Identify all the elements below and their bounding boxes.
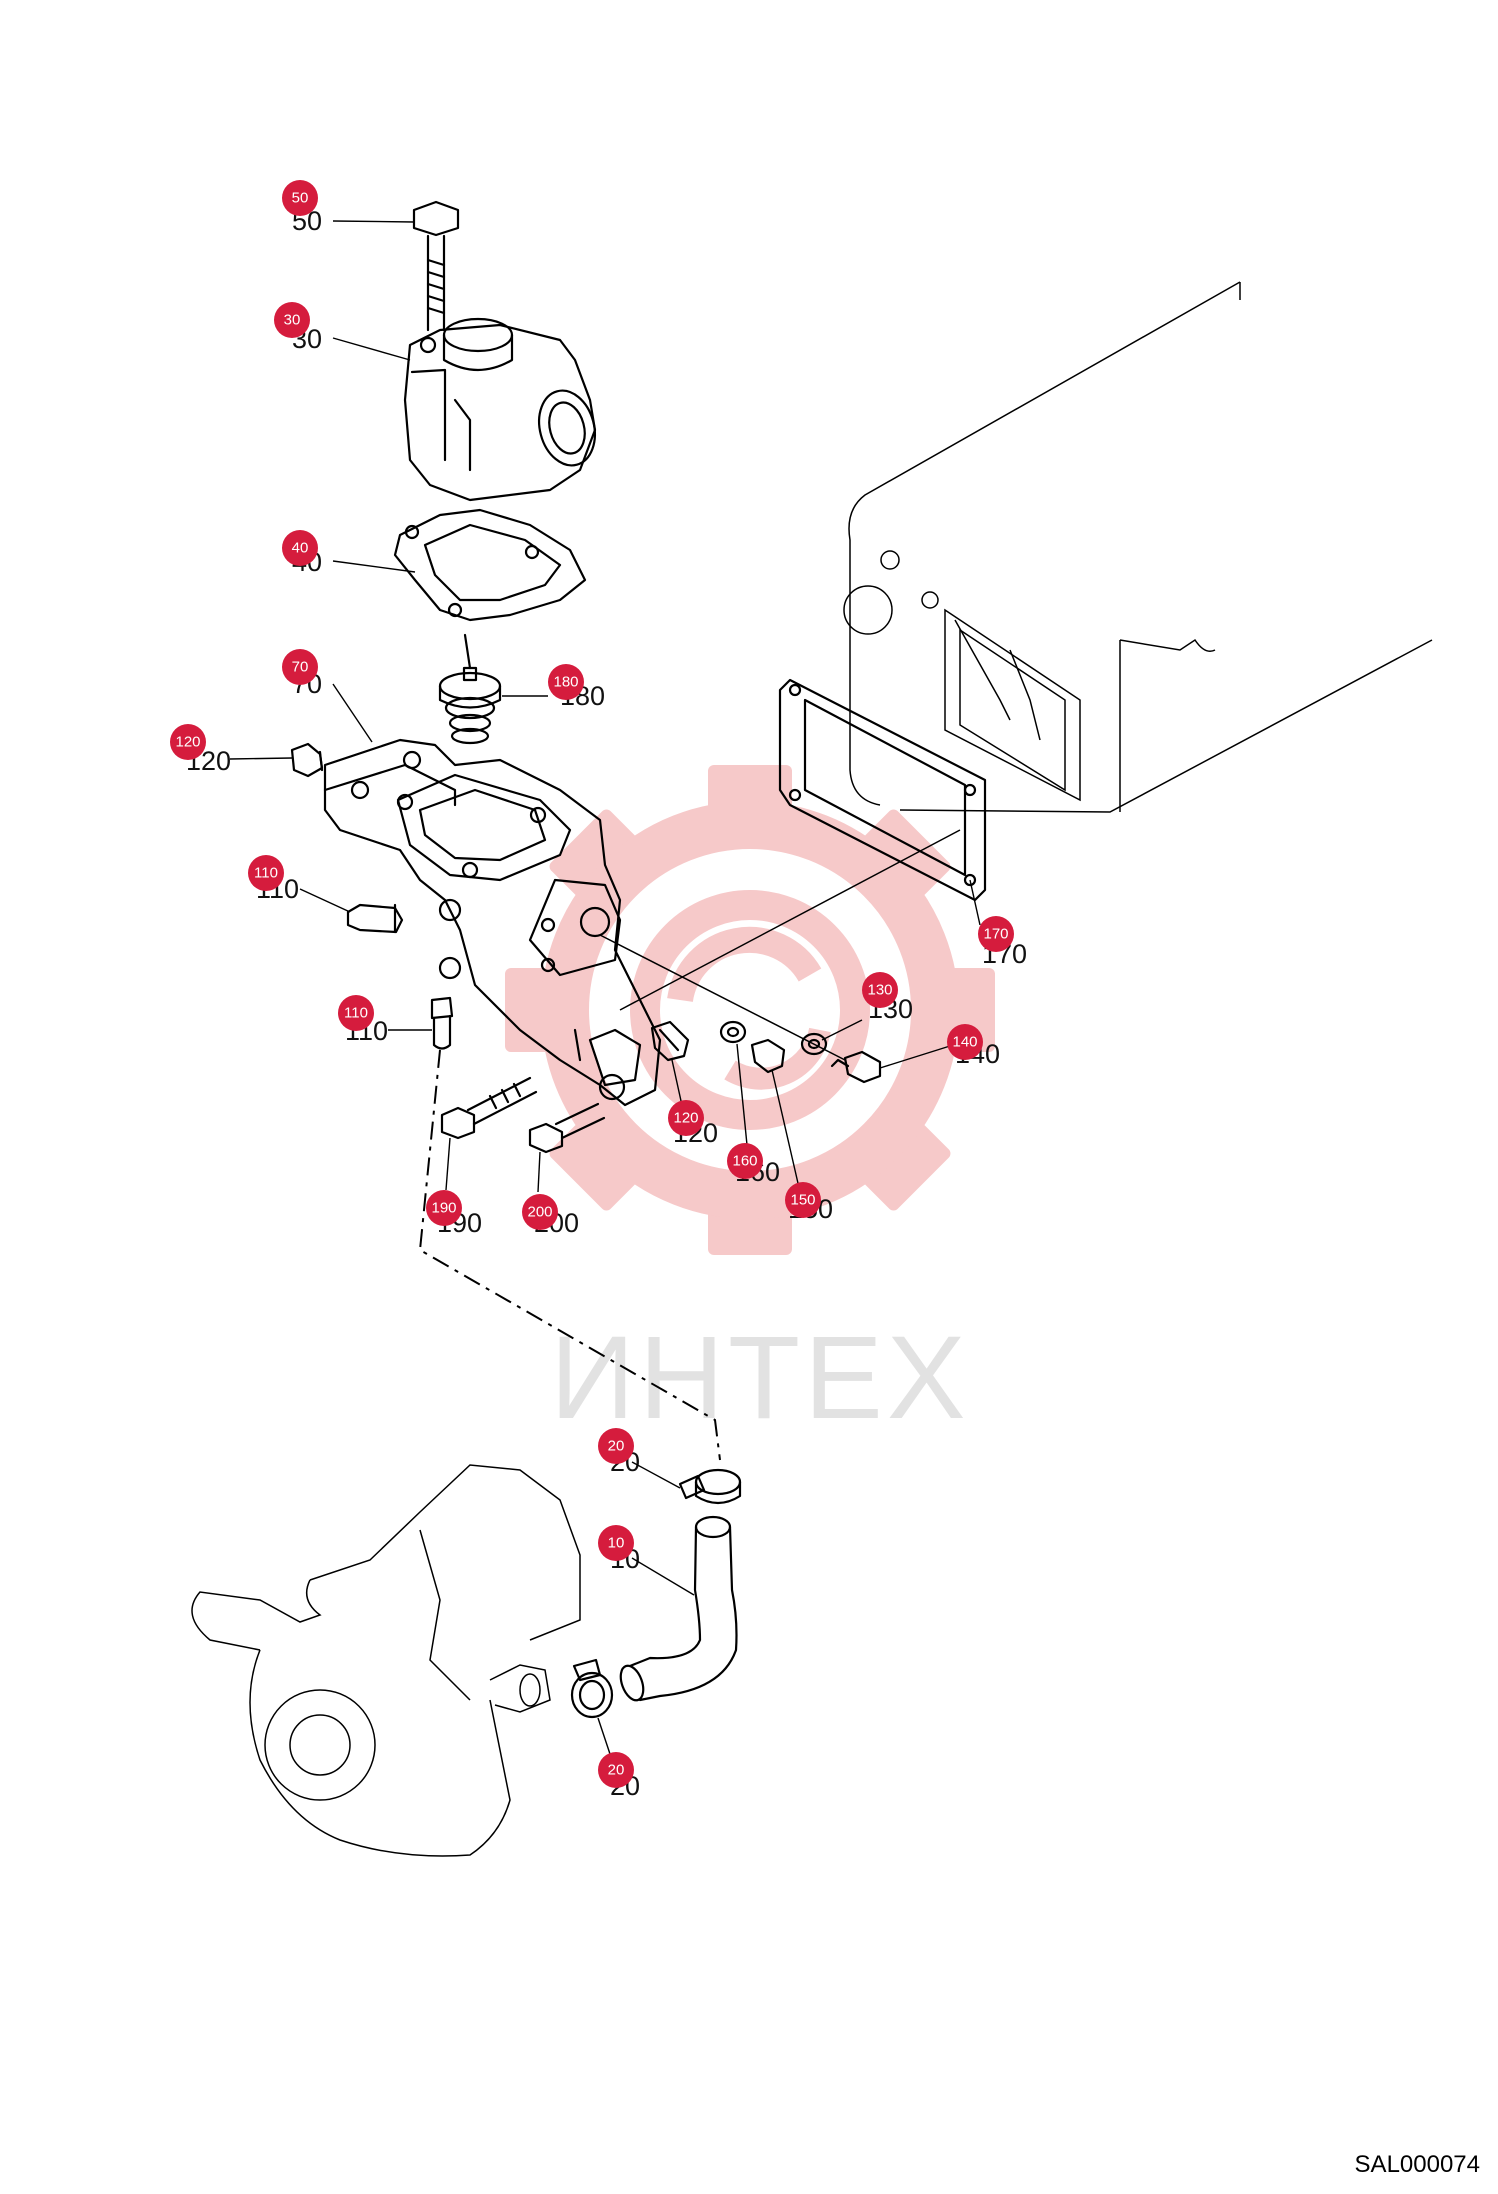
callout-label: 160 xyxy=(732,1153,757,1170)
callout-label: 70 xyxy=(292,659,309,676)
callout-label: 120 xyxy=(673,1110,698,1127)
callout-badge-10[interactable]: 10 xyxy=(598,1525,634,1561)
callout-label: 20 xyxy=(608,1438,625,1455)
water-pump-outline xyxy=(191,1464,581,1857)
callout-label: 150 xyxy=(790,1192,815,1209)
callout-label: 140 xyxy=(952,1034,977,1051)
callout-label: 190 xyxy=(431,1200,456,1217)
fitting-110-upper xyxy=(346,903,404,934)
callout-badges: 50 30 40 70 180 120 110 110 xyxy=(170,180,1014,1788)
gasket-170 xyxy=(778,678,987,902)
callout-badge-40[interactable]: 40 xyxy=(282,530,318,566)
callout-badge-110-upper[interactable]: 110 xyxy=(248,855,284,891)
callout-badge-120-lower[interactable]: 120 xyxy=(668,1100,704,1136)
callout-badge-20-lower[interactable]: 20 xyxy=(598,1752,634,1788)
ghost-labels: 50 30 40 70 180 120 110 110 120 160 150 … xyxy=(186,206,1027,1801)
callout-badge-200[interactable]: 200 xyxy=(522,1194,558,1230)
callout-badge-120-left[interactable]: 120 xyxy=(170,724,206,760)
callout-badge-20-upper[interactable]: 20 xyxy=(598,1428,634,1464)
callout-badge-50[interactable]: 50 xyxy=(282,180,318,216)
assembly-line-170 xyxy=(619,829,961,1011)
thermostat-housing-30 xyxy=(403,317,597,502)
callout-badge-160[interactable]: 160 xyxy=(727,1143,763,1179)
callout-badge-30[interactable]: 30 xyxy=(274,302,310,338)
bolt-50 xyxy=(412,200,460,332)
fitting-110-lower xyxy=(430,996,454,1050)
callout-badge-130[interactable]: 130 xyxy=(862,972,898,1008)
bolt-190 xyxy=(440,1076,538,1140)
callout-badge-70[interactable]: 70 xyxy=(282,649,318,685)
washer-130 xyxy=(800,1032,828,1056)
hose-clamp-20-lower xyxy=(570,1658,614,1719)
washer-160 xyxy=(719,1020,747,1044)
callout-label: 40 xyxy=(292,540,309,557)
drawing-code: SAL000074 xyxy=(1355,2151,1480,2178)
callout-badge-140[interactable]: 140 xyxy=(947,1024,983,1060)
callout-label: 30 xyxy=(284,312,301,329)
callout-label: 20 xyxy=(608,1762,625,1779)
hose-clamp-20-upper xyxy=(678,1468,742,1505)
callout-label: 170 xyxy=(983,926,1008,943)
callout-label: 200 xyxy=(527,1204,552,1221)
watermark-text: ИНТЕХ xyxy=(550,1312,970,1444)
hose-10 xyxy=(619,1515,738,1702)
callout-label: 120 xyxy=(175,734,200,751)
water-outlet-body-70 xyxy=(323,738,662,1107)
callout-badge-110-lower[interactable]: 110 xyxy=(338,995,374,1031)
callout-label: 50 xyxy=(292,190,309,207)
callout-label: 110 xyxy=(254,865,278,882)
plug-150 xyxy=(750,1038,786,1074)
callout-badge-170[interactable]: 170 xyxy=(978,916,1014,952)
callout-label: 180 xyxy=(553,674,578,691)
assembly-line-140 xyxy=(599,934,846,1061)
leader-lines xyxy=(229,220,981,1761)
callout-label: 10 xyxy=(608,1535,625,1552)
thermostat-180 xyxy=(438,633,502,745)
plug-120-left xyxy=(290,742,324,778)
watermark-gear-logo: ИНТЕХ xyxy=(505,765,995,1444)
assembly-centerline xyxy=(418,1049,721,1461)
bolt-200 xyxy=(528,1102,606,1154)
callout-label: 110 xyxy=(344,1005,368,1022)
callout-badge-180[interactable]: 180 xyxy=(548,664,584,700)
callout-badge-190[interactable]: 190 xyxy=(426,1190,462,1226)
callout-badge-150[interactable]: 150 xyxy=(785,1182,821,1218)
bolt-140 xyxy=(830,1050,882,1084)
callout-label: 130 xyxy=(867,982,892,999)
gasket-40 xyxy=(393,508,587,622)
engine-block-outline xyxy=(843,281,1433,813)
plug-120-lower xyxy=(650,1020,690,1062)
